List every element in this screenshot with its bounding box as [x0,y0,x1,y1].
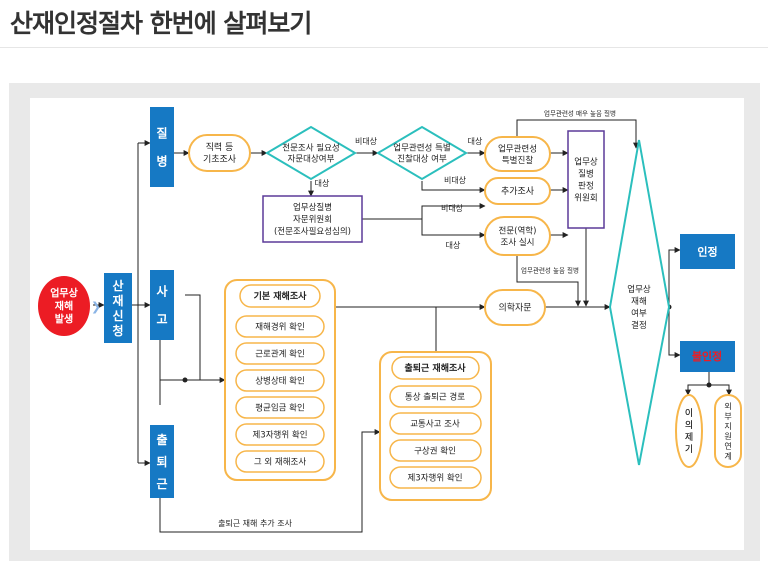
conn-committee-expert-survey [421,219,486,238]
commute-survey-item [389,412,482,435]
expert-survey-pill-label: 전문(역학)조사 실시 [499,225,537,248]
commute-box [150,425,174,498]
basic-survey-item-label: 평균임금 확인 [255,403,305,414]
conn-rejected-external [709,384,732,396]
conn-committee-extra [362,203,486,220]
edge-label-commute-extra: 출퇴근 재해 추가 조사 [218,518,293,528]
committee-advice-box [262,195,363,243]
job-check-pill [188,134,251,172]
special-exam-pill [484,136,551,172]
commute-survey-item-label: 교통사고 조사 [410,420,460,430]
commute-survey-item-label: 구상권 확인 [414,446,456,457]
junction-dot-1 [182,377,188,383]
junction-dot-3 [706,382,712,388]
basic-survey-item-label: 상병상태 확인 [255,376,305,387]
start-circle [38,276,90,336]
commute-survey-item [389,385,482,408]
basic-survey-item-label: 재해경위 확인 [255,322,305,333]
medical-advice-pill [484,289,546,326]
relevance-diamond [376,125,468,181]
connector-lines [93,119,732,533]
conn-decision-approved [668,247,681,307]
conn-decision-rejected [668,307,681,358]
conn-relevanceq-extra [421,181,486,193]
approved-box-label: 인정 [697,245,717,259]
edge-label-target-1: 대상 [468,136,483,146]
medical-advice-pill-label: 의학자문 [498,303,531,314]
edge-label-target-3: 대상 [446,240,461,250]
basic-survey-item-label: 제3자행위 확인 [252,430,307,441]
extra-survey-pill [484,177,551,205]
basic-survey-title: 기본 재해조사 [254,290,308,302]
conn-commute-extra-survey [159,429,381,533]
basic-survey-item-label: 그 외 재해조사 [254,457,307,468]
title-divider [0,47,768,48]
edge-label-target-2: 대상 [315,178,330,188]
conn-special-decision [516,119,639,149]
conn-rejected-objection [685,372,710,396]
commute-survey-title-pill [391,356,480,380]
basic-survey-item-label: 근로관계 확인 [255,349,305,360]
basic-survey-item [235,369,325,392]
basic-survey-title-pill [239,284,321,308]
expert-survey-pill [484,216,551,256]
commute-survey-item [389,466,482,489]
approved-box [680,234,735,269]
conn-accident-branch [185,294,201,380]
basic-survey-item [235,396,325,419]
rejected-box-label: 불인정 [692,349,722,363]
judgment-committee-box [567,130,605,229]
expert-review-diamond [265,125,357,181]
edge-label-non-target-3: 비대상 [441,203,464,213]
extra-survey-pill-label: 추가조사 [501,186,535,197]
basic-survey-item [235,315,325,338]
basic-survey-item [235,342,325,365]
commute-survey-title: 출퇴근 재해조사 [404,362,466,374]
rejected-box [680,341,735,372]
edge-label-non-target-1: 비대상 [355,136,378,146]
commute-survey-item-label: 통상 출퇴근 경로 [405,392,465,403]
basic-survey-item [235,450,325,473]
edge-label-high2: 업무관련성 높음 질병 [521,265,579,274]
start-chevron-icon: ❯ [91,299,101,313]
disease-box [150,107,174,187]
edge-label-high: 업무관련성 매우 높음 질병 [544,108,616,117]
accident-box [150,270,174,340]
basic-survey-item [235,423,325,446]
commute-survey-item-label: 제3자행위 확인 [407,473,462,484]
page-title: 산재인정절차 한번에 살펴보기 [10,9,312,38]
external-support-pill [714,394,742,468]
objection-pill [675,394,703,468]
decision-diamond [608,139,671,466]
apply-box [104,273,132,343]
edge-label-non-target-2: 비대상 [444,175,467,185]
commute-survey-item [389,439,482,462]
conn-expertsurvey-medical [516,255,581,307]
